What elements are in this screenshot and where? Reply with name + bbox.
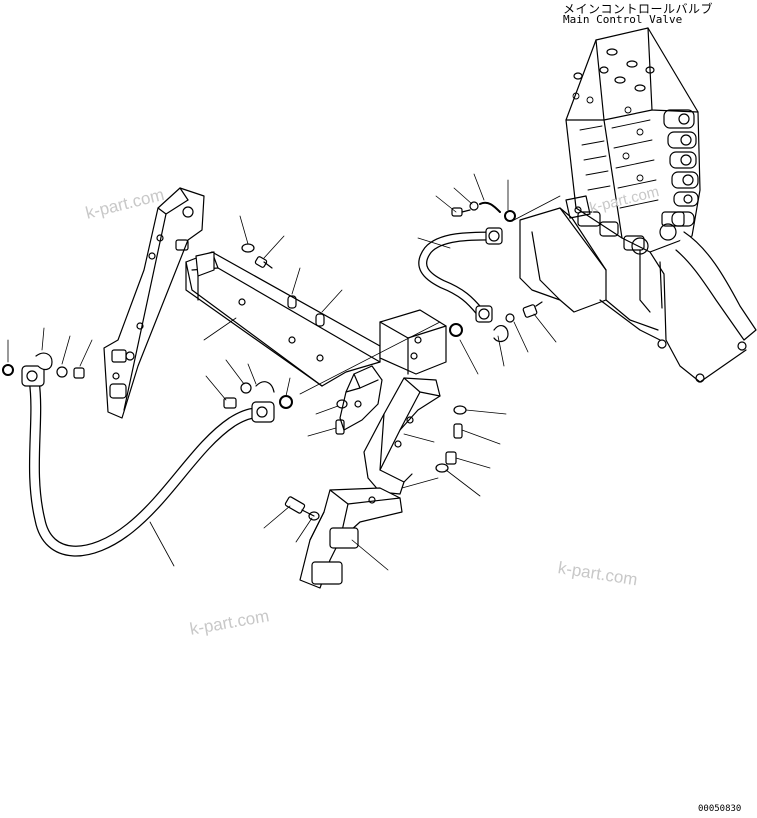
main-valve-label-english: Main Control Valve [563,13,683,26]
main-valve-label-japanese: メインコントロールバルブ [563,2,714,16]
center-support-bracket [336,366,466,494]
main-control-valve [520,28,756,382]
left-fasteners [3,353,292,408]
drawing-number: 00050830 [698,804,742,814]
center-beam-assembly [186,244,446,386]
valve-mounting-bracket [520,196,756,382]
lower-bracket [285,488,402,588]
valve-spool-caps [664,110,698,226]
upper-right-hose [423,228,502,322]
valve-top-bolts [574,49,654,91]
leader-lines [8,174,560,570]
valve-face-details [573,93,658,208]
left-vertical-plate [104,188,204,418]
long-left-hose [22,366,274,551]
